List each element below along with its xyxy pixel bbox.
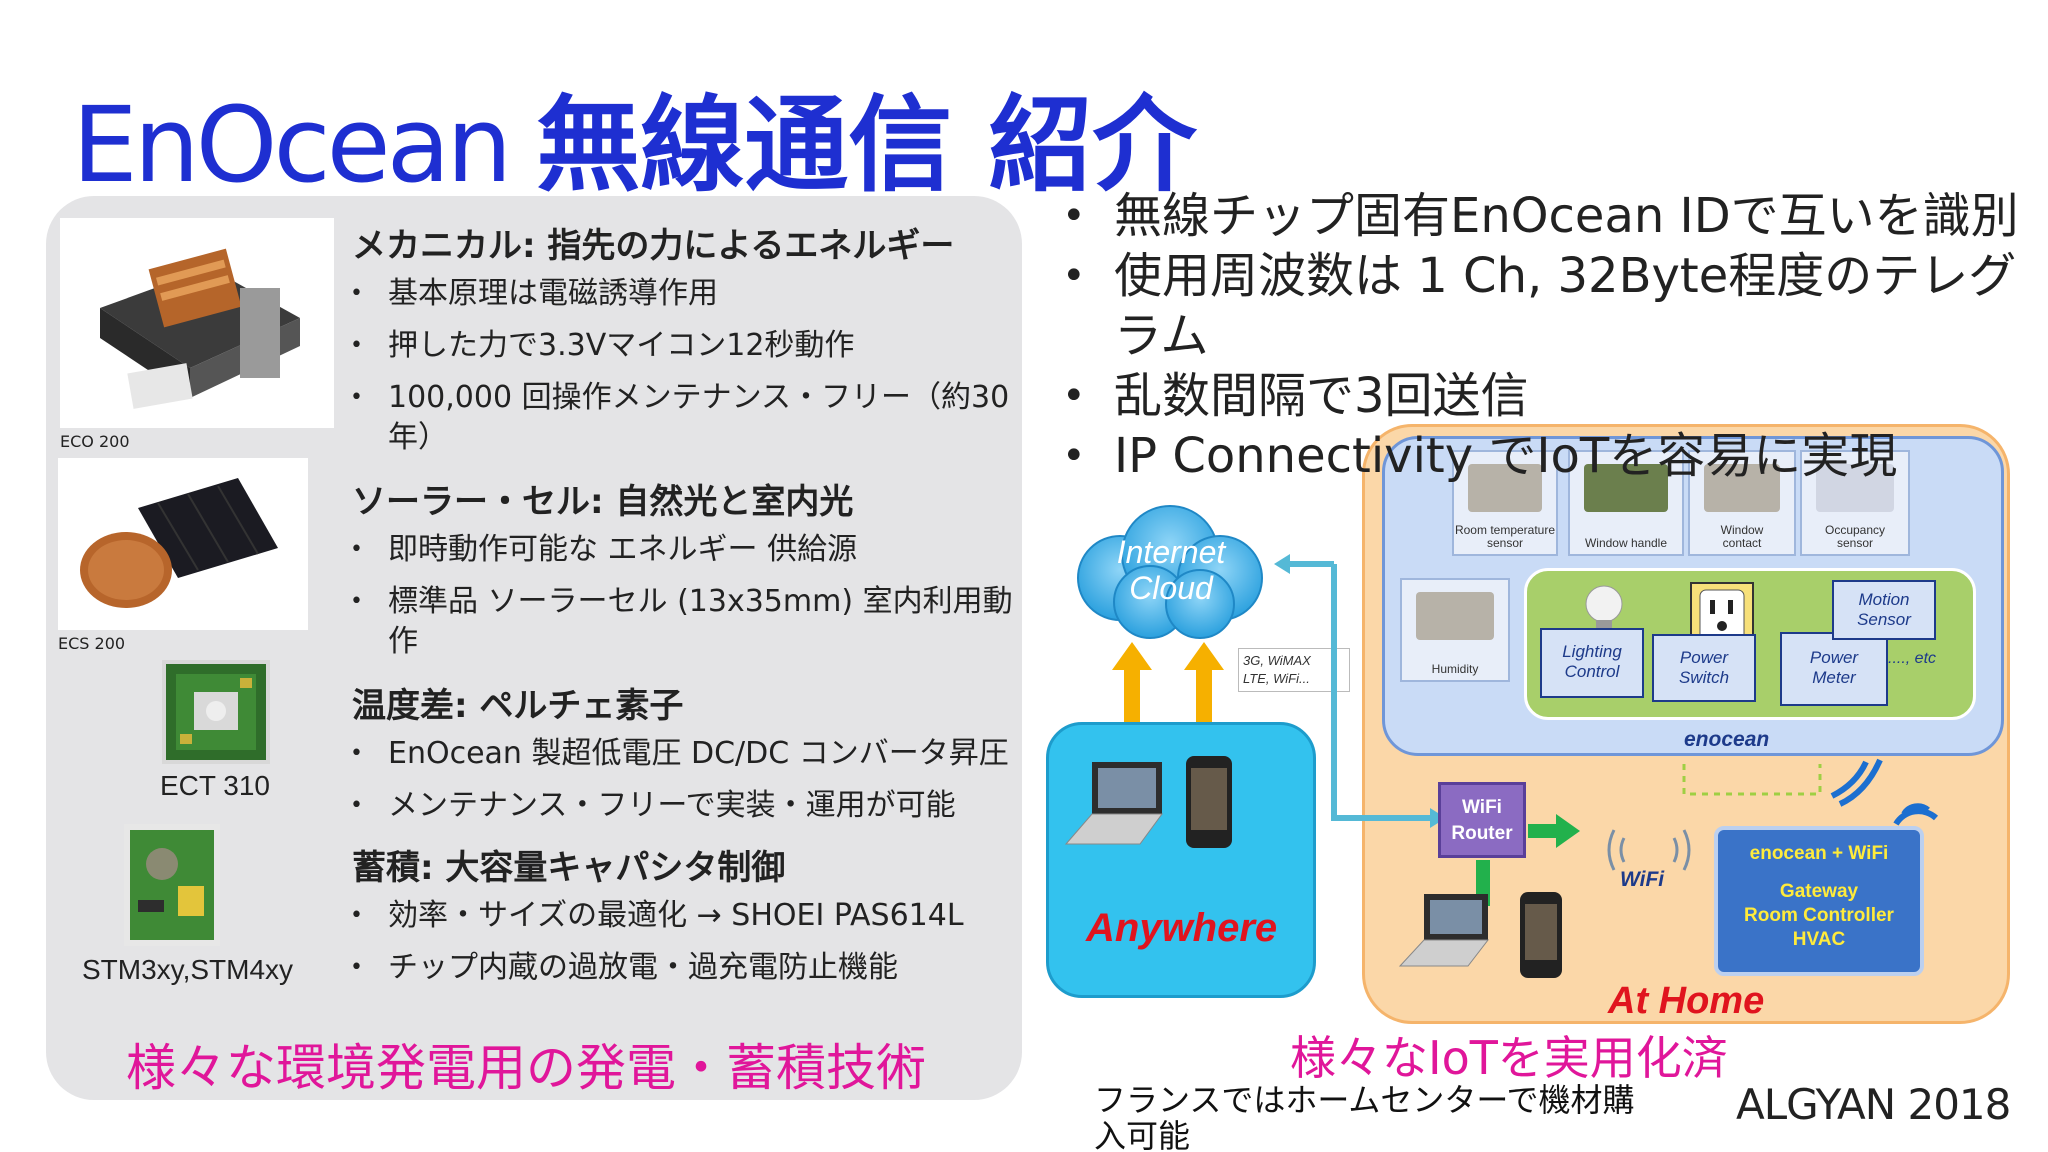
ect310-image <box>162 660 270 764</box>
phone-icon <box>1186 756 1232 848</box>
sensor-window-handle: Window handle <box>1568 450 1684 556</box>
bullet-item: 押した力で3.3Vマイコン12秒動作 <box>350 326 854 366</box>
bullet-item: チップ内蔵の過放電・過充電防止機能 <box>350 948 898 988</box>
right-footer-caption: 様々なIoTを実用化済 <box>1290 1031 1728 1085</box>
sensor-room-temperature: Room temperature sensor <box>1452 450 1558 556</box>
algyan-watermark: ALGYAN 2018 <box>1736 1080 2011 1129</box>
anywhere-label: Anywhere <box>1086 906 1278 950</box>
sensor-occupancy: Occupancy sensor <box>1800 450 1910 556</box>
bullet-item: メンテナンス・フリーで実装・運用が可能 <box>350 786 956 826</box>
gateway-box: enocean + WiFi Gateway Room Controller H… <box>1714 826 1924 976</box>
home-laptop-icon <box>1398 894 1490 967</box>
laptop-icon <box>1064 762 1163 845</box>
bullet-item: 基本原理は電磁誘導作用 <box>350 274 718 314</box>
wifi-label: WiFi <box>1620 868 1665 891</box>
section-storage-heading: 蓄積: 大容量キャパシタ制御 <box>352 848 786 888</box>
at-home-label: At Home <box>1608 980 1765 1022</box>
enocean-dashed-link <box>1682 764 1822 796</box>
sensor-humidity: Humidity <box>1400 578 1510 682</box>
ect310-label: ECT 310 <box>160 770 270 801</box>
section-solar-heading: ソーラー・セル: 自然光と室内光 <box>352 482 854 522</box>
anywhere-area <box>1046 722 1316 998</box>
availability-note: フランスではホームセンターで機材購入可能 <box>1094 1081 1635 1152</box>
stm-label: STM3xy,STM4xy <box>82 954 294 985</box>
wifi-waves-icon <box>1607 829 1691 871</box>
bullet-item: 効率・サイズの最適化 → SHOEI PAS614L <box>350 896 964 936</box>
sensor-window-contact: Window contact <box>1688 450 1796 556</box>
left-footer-caption: 様々な環境発電用の発電・蓄積技術 <box>126 1039 926 1097</box>
title-en: EnOcean <box>72 84 512 206</box>
title-jp: 無線通信 紹介 <box>536 84 1197 206</box>
bullet-item: EnOcean 製超低電圧 DC/DC コンバータ昇圧 <box>350 734 1009 774</box>
eco200-label: ECO 200 <box>60 432 130 451</box>
section-mechanical-heading: メカニカル: 指先の力によるエネルギー <box>352 226 955 266</box>
ecs200-label: ECS 200 <box>58 634 126 653</box>
section-thermal-heading: 温度差: ペルチェ素子 <box>352 686 684 726</box>
uplink-arrows <box>1112 642 1224 728</box>
enocean-signal-icon <box>1830 758 1939 826</box>
ecs200-image: ECS 200 <box>58 458 308 653</box>
home-phone-icon <box>1520 892 1562 978</box>
enocean-label: enocean <box>1684 728 1770 751</box>
etc-label: ...., etc <box>1888 650 1937 667</box>
eco200-image: ECO 200 <box>60 218 334 451</box>
connector-lines <box>1274 554 1446 828</box>
stm-image <box>124 824 220 946</box>
bullet-item: 即時動作可能な エネルギー 供給源 <box>350 530 857 570</box>
internet-cloud <box>1060 498 1280 644</box>
